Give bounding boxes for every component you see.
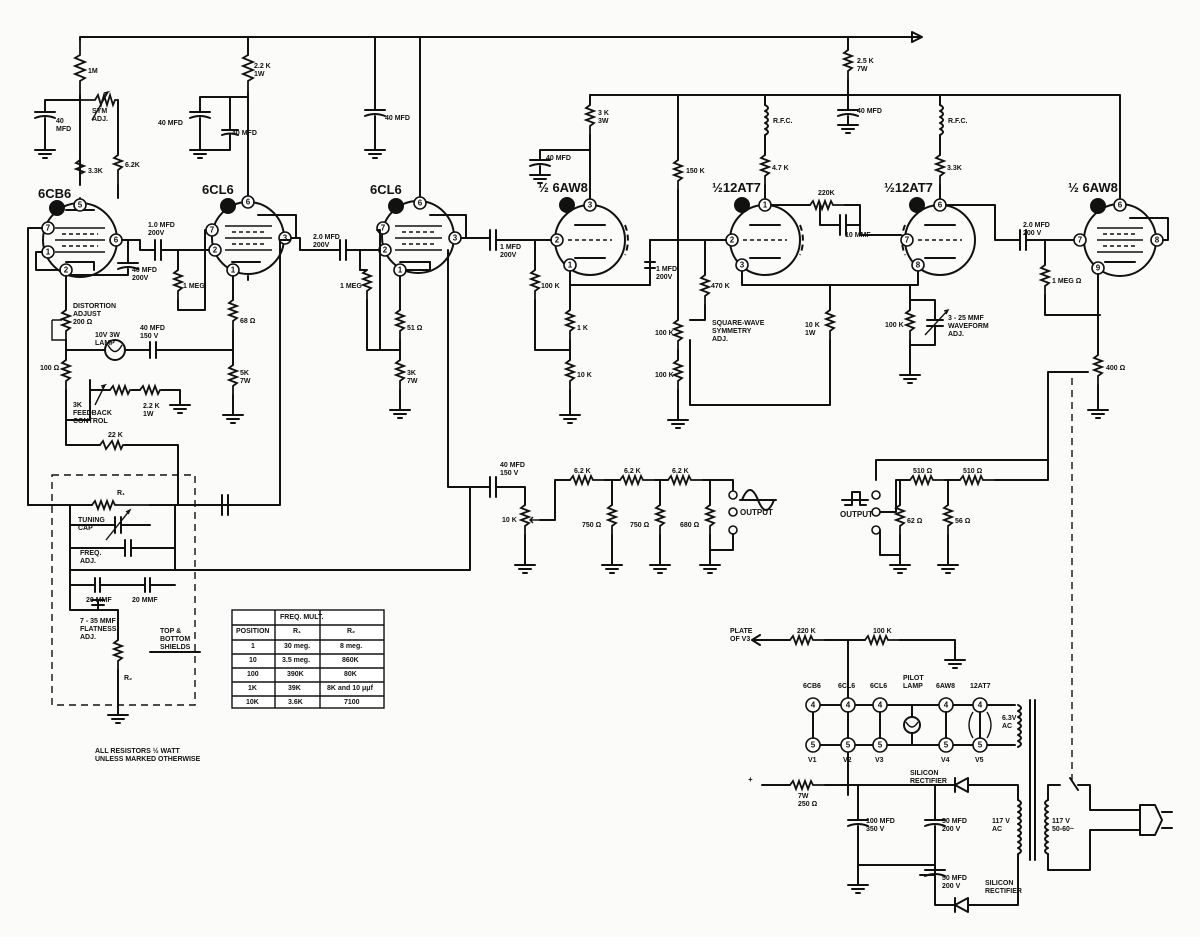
svg-text:4: 4 <box>944 701 949 710</box>
svg-text:8: 8 <box>1155 236 1160 245</box>
feedback-network <box>51 299 191 506</box>
svg-text:4: 4 <box>811 701 816 710</box>
svg-text:2: 2 <box>555 236 560 245</box>
tube-label-v6: ½ 6AW8 <box>1068 180 1118 195</box>
tube-label-v2: 6CL6 <box>202 182 234 197</box>
tube-label-v4: ½ 6AW8 <box>538 180 588 195</box>
tube-label-v1: 6CB6 <box>38 186 71 201</box>
power-supply: 4 5 4 5 4 5 4 5 4 5 <box>751 633 1173 913</box>
svg-text:5: 5 <box>811 741 816 750</box>
svg-text:6: 6 <box>418 199 423 208</box>
svg-text:4: 4 <box>878 701 883 710</box>
svg-text:4: 4 <box>846 701 851 710</box>
svg-text:2: 2 <box>730 236 735 245</box>
tube-label-v3: 6CL6 <box>370 182 402 197</box>
svg-text:2: 2 <box>213 246 218 255</box>
sine-output-attenuator <box>487 473 777 574</box>
svg-text:5: 5 <box>944 741 949 750</box>
square-output-attenuator <box>841 459 1049 574</box>
svg-text:7: 7 <box>46 224 51 233</box>
wien-bridge-network <box>27 239 471 724</box>
svg-text:3: 3 <box>740 261 745 270</box>
svg-text:6: 6 <box>246 198 251 207</box>
svg-text:7: 7 <box>210 226 215 235</box>
svg-text:8: 8 <box>916 261 921 270</box>
svg-text:5: 5 <box>78 201 83 210</box>
svg-text:6: 6 <box>938 201 943 210</box>
svg-text:7: 7 <box>381 224 386 233</box>
svg-text:7: 7 <box>905 236 910 245</box>
svg-text:2: 2 <box>383 246 388 255</box>
svg-text:3: 3 <box>283 234 288 243</box>
svg-text:6: 6 <box>1118 201 1123 210</box>
svg-text:1: 1 <box>231 266 236 275</box>
v4-6aw8-stage: 3 2 1 ½ 6AW8 <box>465 94 1121 424</box>
svg-text:7: 7 <box>1078 236 1083 245</box>
v6-6aw8-stage: 6 7 8 9 ½ 6AW8 <box>945 180 1169 785</box>
svg-text:5: 5 <box>878 741 883 750</box>
svg-text:5: 5 <box>846 741 851 750</box>
v1-6cb6-stage: 5 7 1 6 2 6CB6 <box>27 40 156 506</box>
svg-text:1: 1 <box>763 201 768 210</box>
svg-text:5: 5 <box>978 741 983 750</box>
v5-12at7-stage: 1 2 3 ½12AT7 6 7 8 ½12AT7 <box>644 49 976 429</box>
svg-text:1: 1 <box>568 261 573 270</box>
b-plus-rail <box>79 31 923 51</box>
v3-6cl6-stage: 6 7 2 3 1 6CL6 <box>247 36 489 488</box>
svg-text:9: 9 <box>1096 264 1101 273</box>
svg-text:3: 3 <box>588 201 593 210</box>
tube-label-v5a: ½12AT7 <box>712 180 761 195</box>
svg-text:1: 1 <box>46 248 51 257</box>
svg-text:1: 1 <box>398 266 403 275</box>
svg-text:4: 4 <box>978 701 983 710</box>
svg-text:3: 3 <box>453 234 458 243</box>
tube-label-v5b: ½12AT7 <box>884 180 933 195</box>
svg-text:6: 6 <box>114 236 119 245</box>
v2-6cl6-stage: 6 7 2 3 1 6CL6 <box>154 36 297 424</box>
svg-text:2: 2 <box>64 266 69 275</box>
freq-mult-table <box>231 609 385 709</box>
